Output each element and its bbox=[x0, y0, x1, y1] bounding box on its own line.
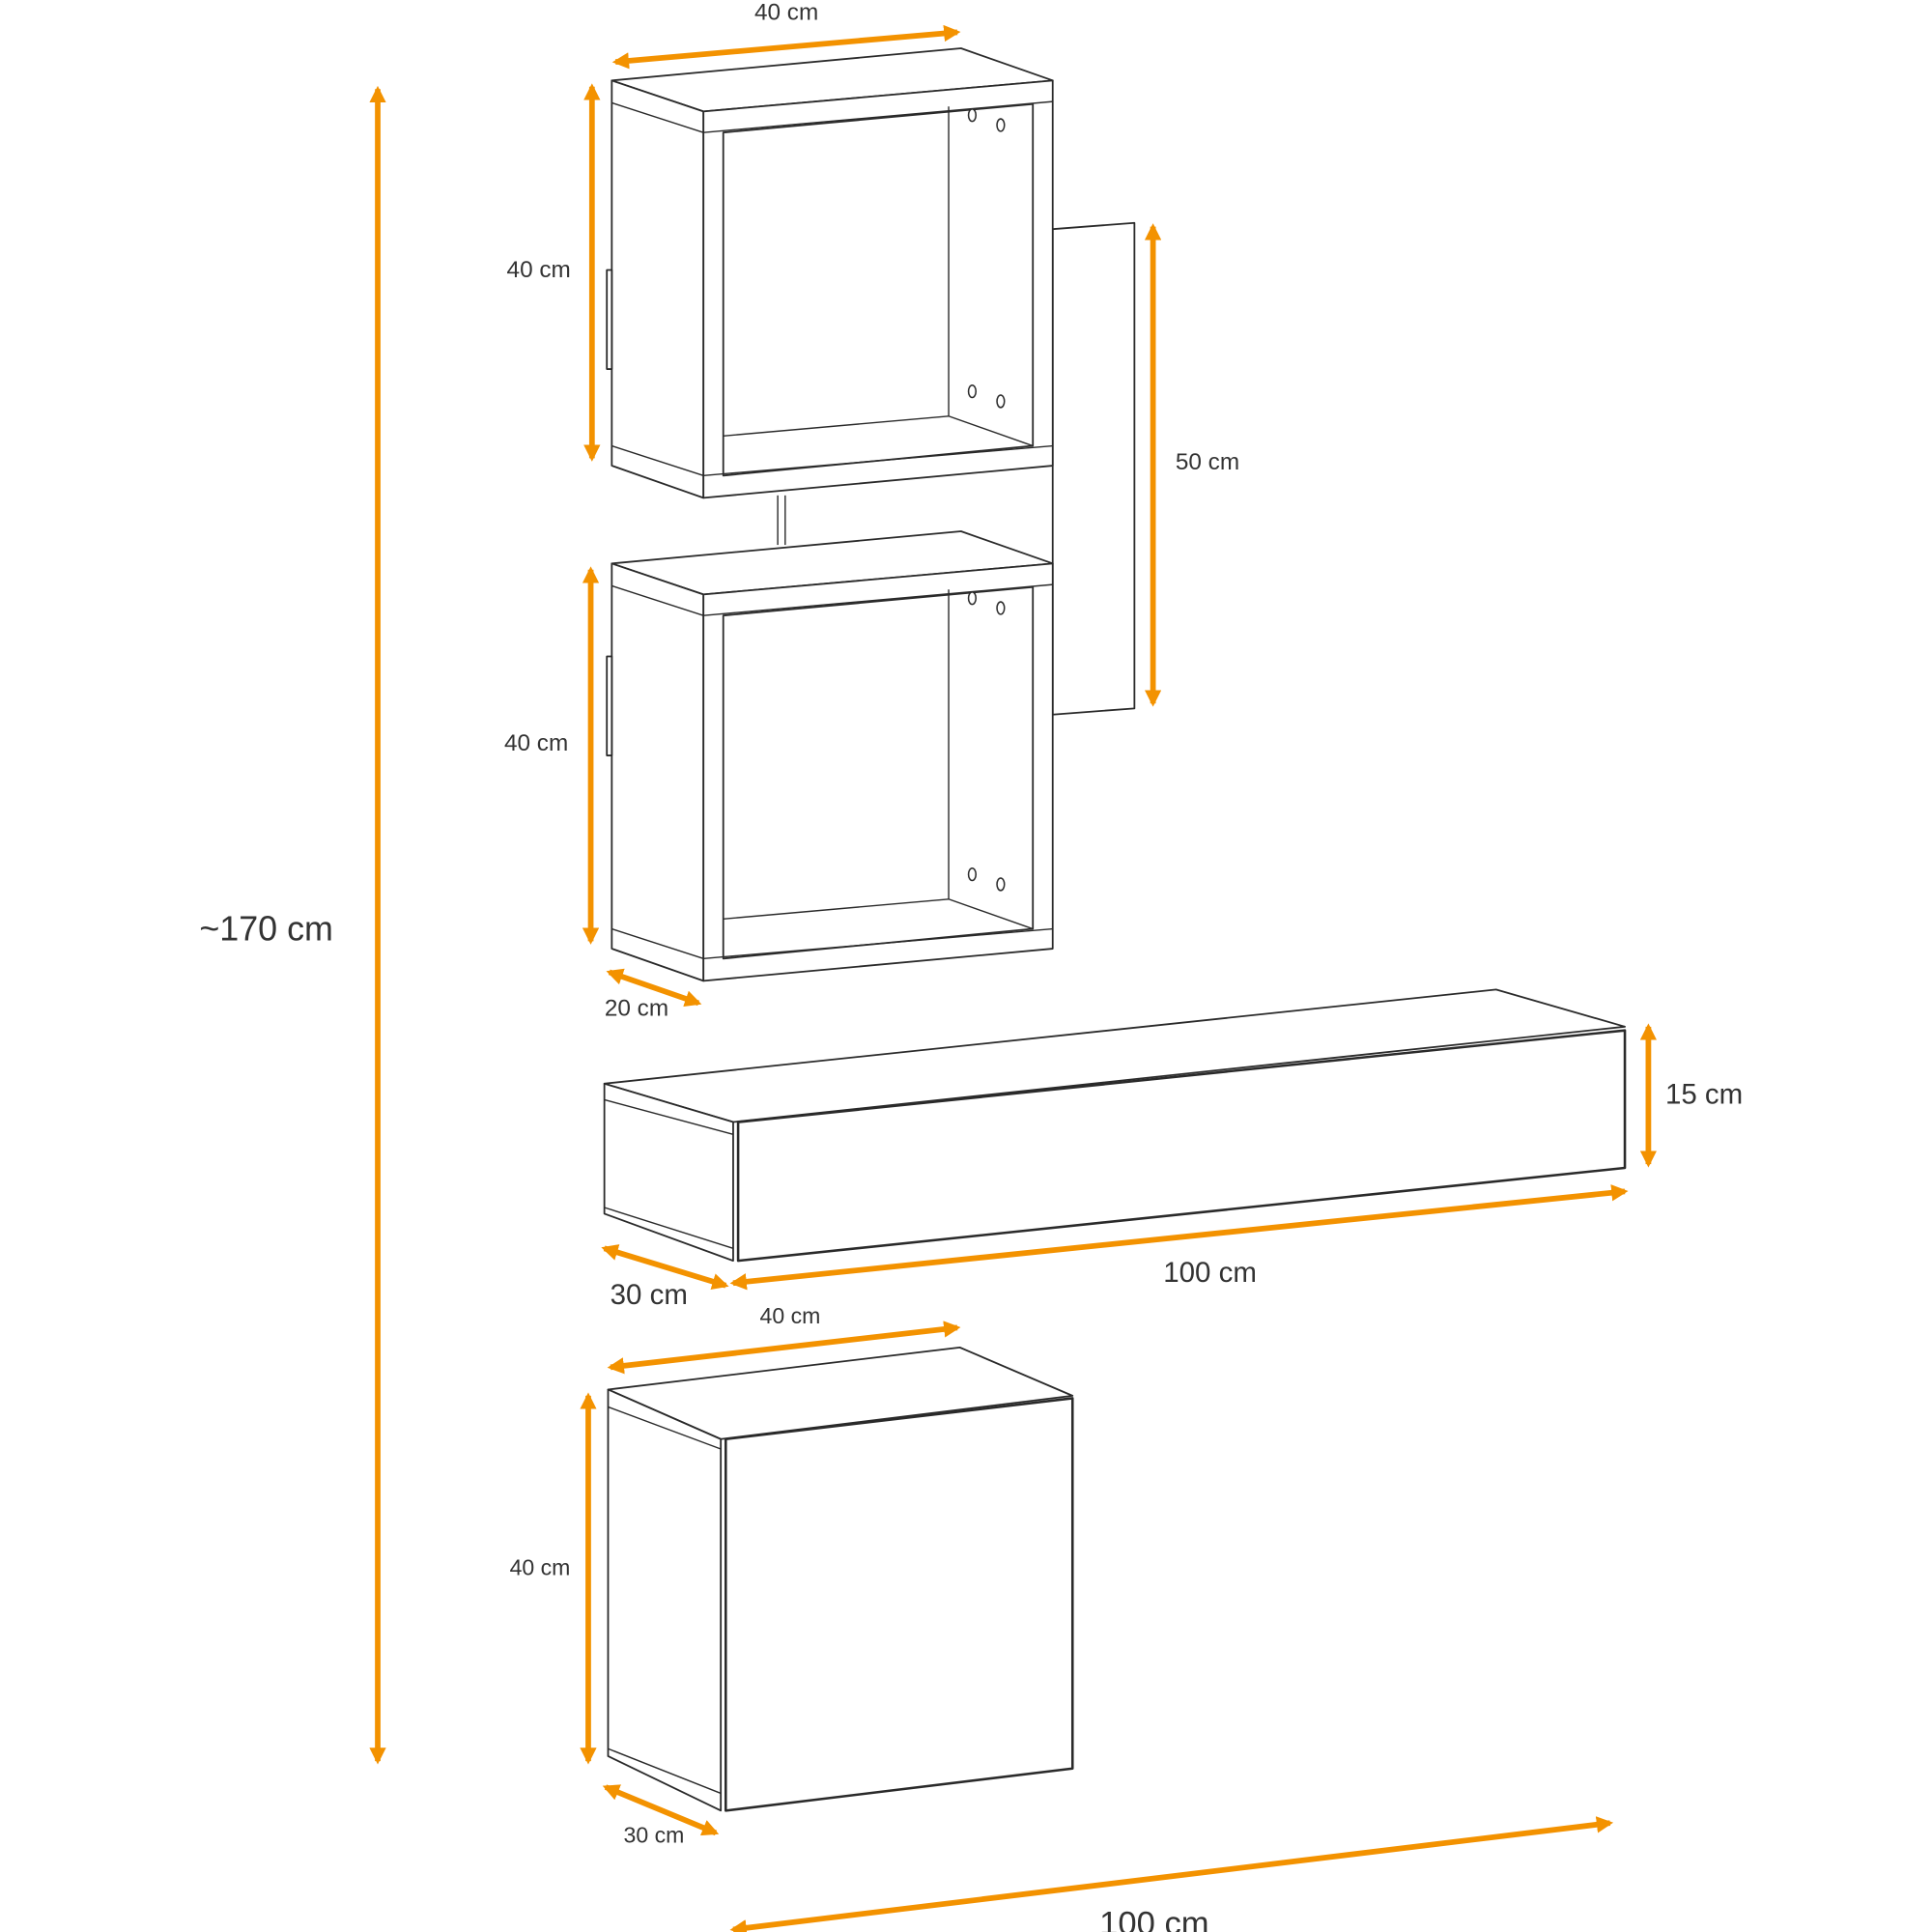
label-shelf-depth: 30 cm bbox=[611, 1279, 688, 1311]
drawer-shelf bbox=[603, 988, 1627, 1263]
label-cube-width: 40 cm bbox=[754, 0, 818, 26]
label-cabinet-height: 40 cm bbox=[510, 1554, 571, 1579]
label-shelf-width: 100 cm bbox=[1163, 1257, 1257, 1289]
label-cabinet-width: 40 cm bbox=[760, 1303, 821, 1328]
label-shelf-height: 15 cm bbox=[1665, 1078, 1743, 1110]
label-cube-top-height: 40 cm bbox=[507, 257, 571, 283]
label-overall-width: 100 cm bbox=[1099, 1906, 1209, 1932]
dimension-arrows bbox=[369, 24, 1658, 1932]
label-cube-depth: 20 cm bbox=[605, 995, 668, 1021]
label-wall-panel-height: 50 cm bbox=[1176, 449, 1239, 475]
dim-shelf-width bbox=[729, 1184, 1629, 1291]
label-cube-bottom-height: 40 cm bbox=[504, 730, 568, 756]
door-cabinet bbox=[607, 1346, 1074, 1812]
wall-panel bbox=[1051, 221, 1136, 716]
dim-overall-width bbox=[729, 1816, 1614, 1932]
dim-shelf-depth bbox=[601, 1244, 729, 1290]
dim-cabinet-width bbox=[607, 1321, 961, 1375]
cube-shelf-bottom bbox=[606, 530, 1054, 982]
label-cabinet-depth: 30 cm bbox=[624, 1822, 685, 1847]
dim-cube-width bbox=[611, 24, 961, 70]
cube-shelf-top bbox=[606, 47, 1054, 499]
dim-cube-depth bbox=[606, 968, 702, 1008]
label-total-height: ~170 cm bbox=[199, 910, 333, 949]
dim-cabinet-depth bbox=[602, 1784, 720, 1836]
